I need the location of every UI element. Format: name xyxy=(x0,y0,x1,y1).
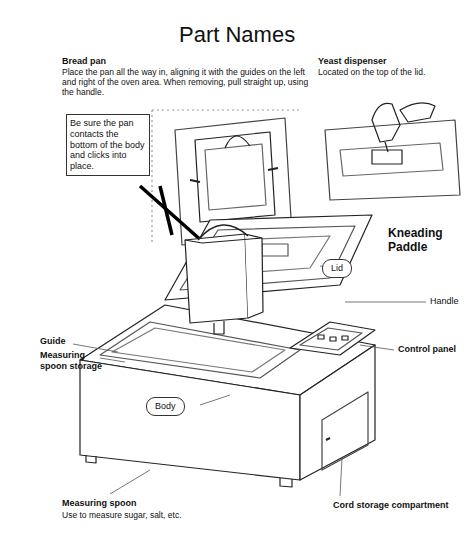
part-heading: Measuring spoon xyxy=(62,498,137,509)
diagram-title: Part Names xyxy=(179,22,295,48)
node-text: Be sure the pan contacts the bottom of t… xyxy=(70,118,146,172)
node-text: Lid xyxy=(331,263,343,274)
part-name: Cord storage compartment xyxy=(333,500,449,511)
part-name: Control panel xyxy=(398,344,456,355)
node-text: Body xyxy=(155,401,176,412)
part-name: Guide xyxy=(40,336,66,347)
part-name: Kneading Paddle xyxy=(388,226,468,255)
part-heading: Bread pan xyxy=(62,56,106,67)
part-description: Located on the top of the lid. xyxy=(318,67,425,77)
part-tag: Lid xyxy=(322,259,352,278)
part-tag: Body xyxy=(146,397,185,416)
part-heading: Yeast dispenser xyxy=(318,56,387,67)
part-name: Handle xyxy=(430,296,459,307)
part-name: Measuring spoon storage xyxy=(40,350,102,372)
note-box: Be sure the pan contacts the bottom of t… xyxy=(66,114,150,176)
part-description: Place the pan all the way in, aligning i… xyxy=(62,67,314,98)
part-description: Use to measure sugar, salt, etc. xyxy=(62,510,182,520)
